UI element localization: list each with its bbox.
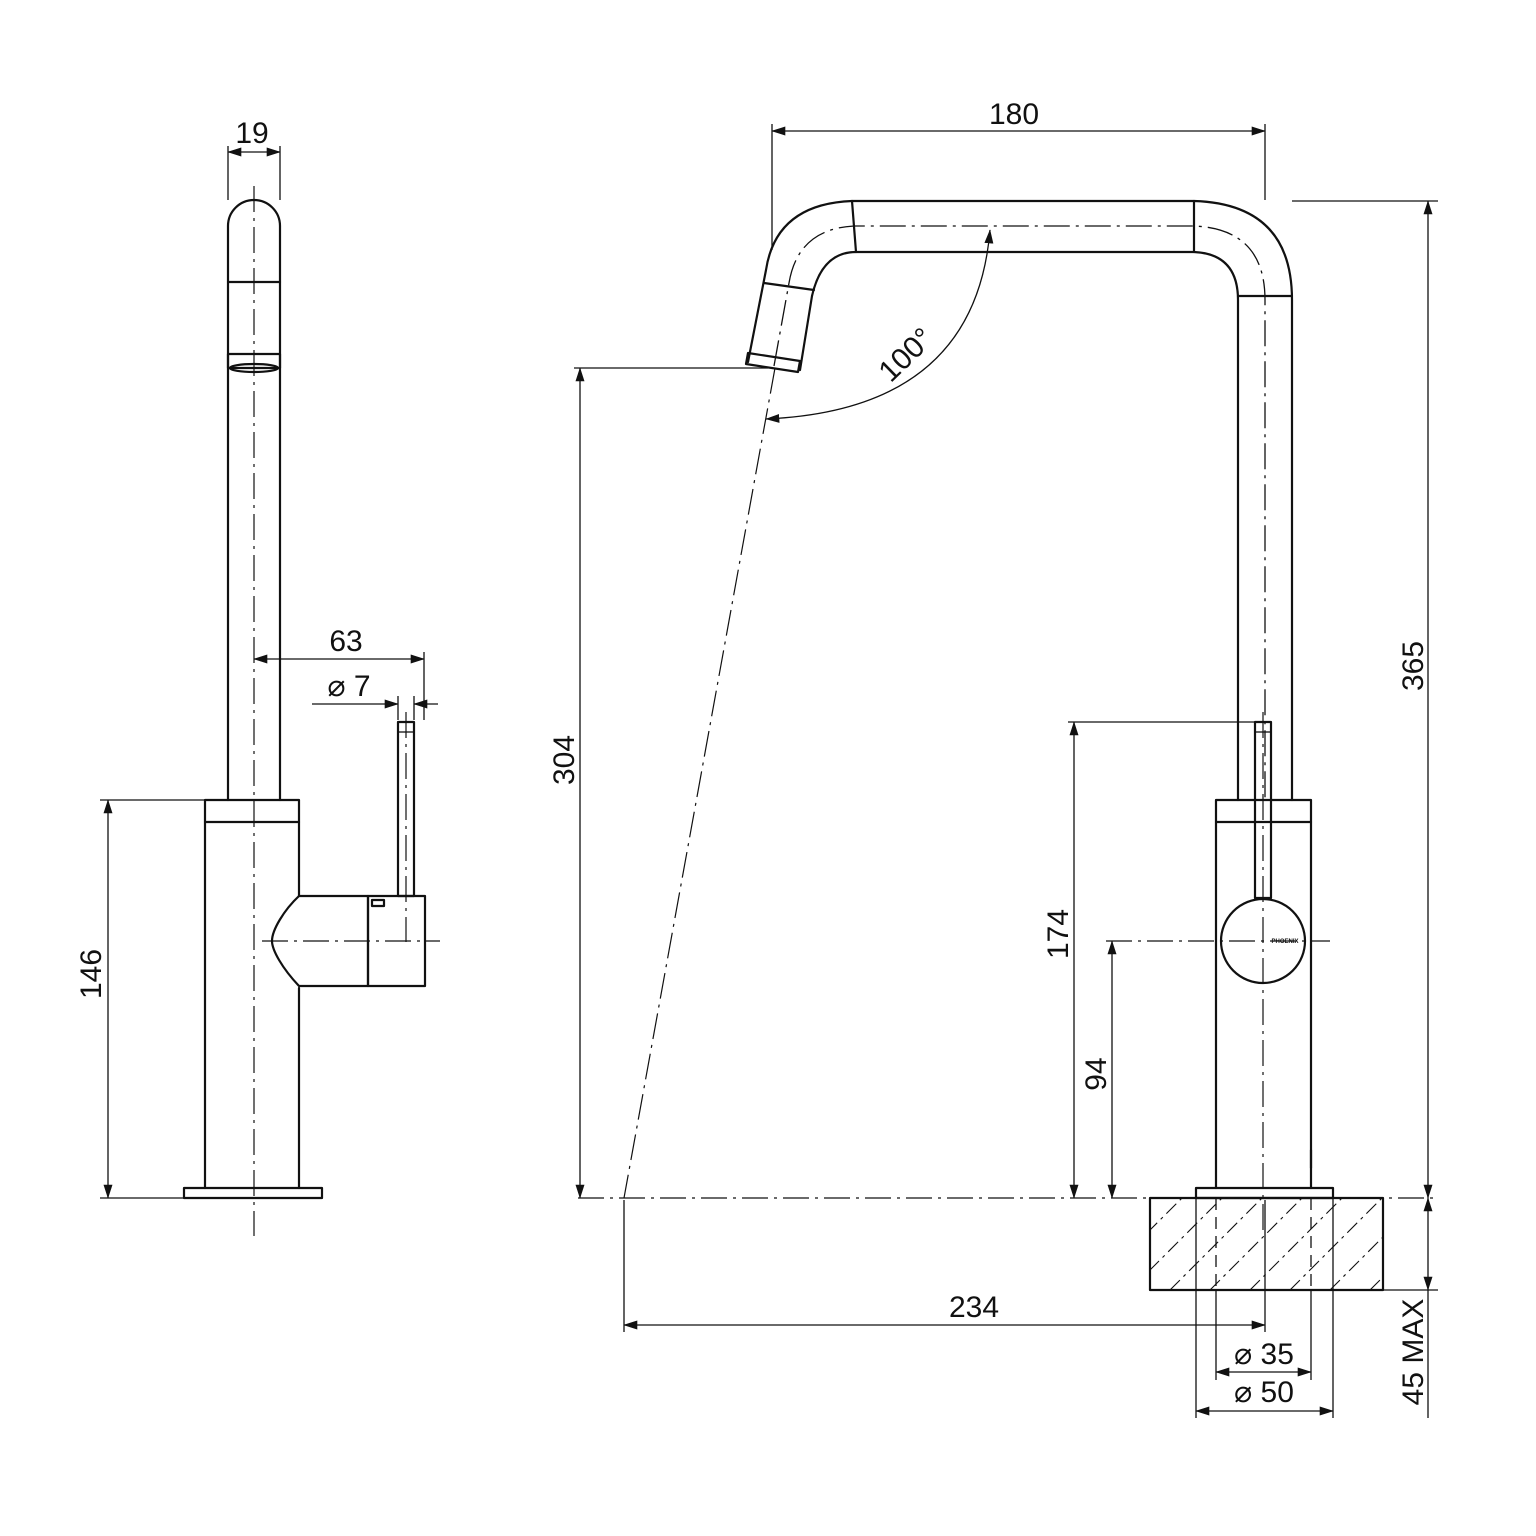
- side-brand-mark: [370, 898, 386, 908]
- dim-spout-angle: 100°: [765, 229, 994, 423]
- dim-spout-reach-base: 234: [623, 1200, 1266, 1332]
- dim-overall-height: 365: [1292, 200, 1438, 1199]
- dim-spout-diameter: 19: [227, 117, 281, 200]
- side-aerator: [226, 352, 282, 370]
- dim-base-inner-diameter: ⌀ 35: [1215, 1290, 1312, 1380]
- dim-handle-offset-label: 63: [329, 625, 362, 658]
- dim-max-bench-thickness: 45 MAX: [1383, 1197, 1438, 1418]
- front-view: 100° PHOENIX: [548, 98, 1438, 1418]
- bench-section: [1148, 1196, 1385, 1292]
- dim-lever-height: 174: [1042, 721, 1255, 1199]
- dim-spout-reach-base-label: 234: [949, 1291, 999, 1324]
- side-body-collar: [203, 798, 301, 824]
- dim-base-inner-diameter-label: ⌀ 35: [1234, 1338, 1294, 1371]
- side-body: [203, 820, 301, 1190]
- dim-base-outer-diameter: ⌀ 50: [1195, 1198, 1334, 1418]
- front-spray-line: [623, 367, 776, 1199]
- dim-spout-angle-label: 100°: [873, 322, 941, 389]
- front-body: [1214, 820, 1313, 1190]
- dim-body-height: 146: [75, 799, 205, 1199]
- dim-lever-height-label: 174: [1042, 909, 1075, 959]
- front-base-plate: [1194, 1186, 1335, 1200]
- front-aerator: [744, 351, 802, 374]
- side-spout-column: [226, 198, 282, 802]
- dim-overall-height-label: 365: [1397, 641, 1430, 691]
- dim-handle-diameter: ⌀ 7: [312, 670, 438, 720]
- dim-spout-diameter-label: 19: [235, 117, 268, 150]
- dim-handle-center-height-label: 94: [1080, 1057, 1113, 1090]
- side-view: 19 63 ⌀ 7 146: [75, 117, 440, 1236]
- dim-spout-reach-top-label: 180: [989, 98, 1039, 131]
- dim-base-outer-diameter-label: ⌀ 50: [1234, 1376, 1294, 1409]
- front-brand-mark: PHOENIX: [1271, 939, 1298, 945]
- bench-outline: [1148, 1196, 1385, 1292]
- dim-body-height-label: 146: [75, 949, 108, 999]
- side-handle-hub: [270, 894, 370, 988]
- front-spout-inner: [798, 250, 1240, 802]
- front-spout-centerline: [773, 225, 1266, 800]
- dim-outlet-height-label: 304: [548, 735, 581, 785]
- dim-handle-offset: 63: [253, 625, 425, 720]
- dim-spout-reach-top: 180: [771, 98, 1266, 250]
- side-aerator-outlet: [228, 362, 280, 374]
- dim-outlet-height: 304: [548, 367, 768, 1199]
- dim-max-bench-thickness-label: 45 MAX: [1397, 1299, 1430, 1406]
- front-spout-outer: [746, 199, 1294, 802]
- side-base-plate: [182, 1186, 324, 1200]
- dim-handle-diameter-label: ⌀ 7: [327, 670, 370, 703]
- dim-handle-center-height: 94: [1080, 940, 1117, 1199]
- bench-hatching: [1150, 1198, 1383, 1290]
